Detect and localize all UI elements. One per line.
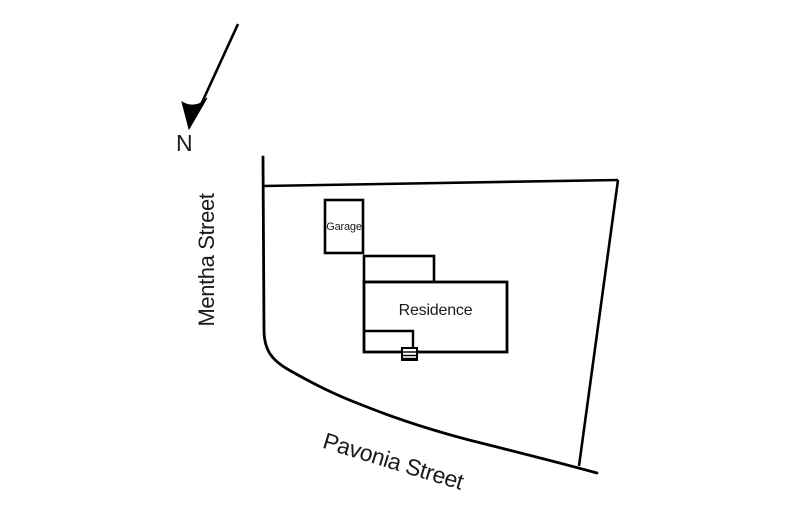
residence-extension-outline [362,254,436,284]
mentha-street-label: Mentha Street [194,193,219,327]
boundary-north [262,178,619,188]
garage-outline [323,198,365,255]
north-arrow-icon [181,23,240,131]
residence-outline [362,280,509,354]
steps-icon [401,347,418,361]
garage-label: Garage [326,221,362,233]
boundary-west-and-street-edge [261,155,599,475]
residence-inner-wall [364,329,415,352]
north-label: N [176,130,193,156]
boundary-east [577,179,620,467]
residence-label: Residence [398,302,473,319]
